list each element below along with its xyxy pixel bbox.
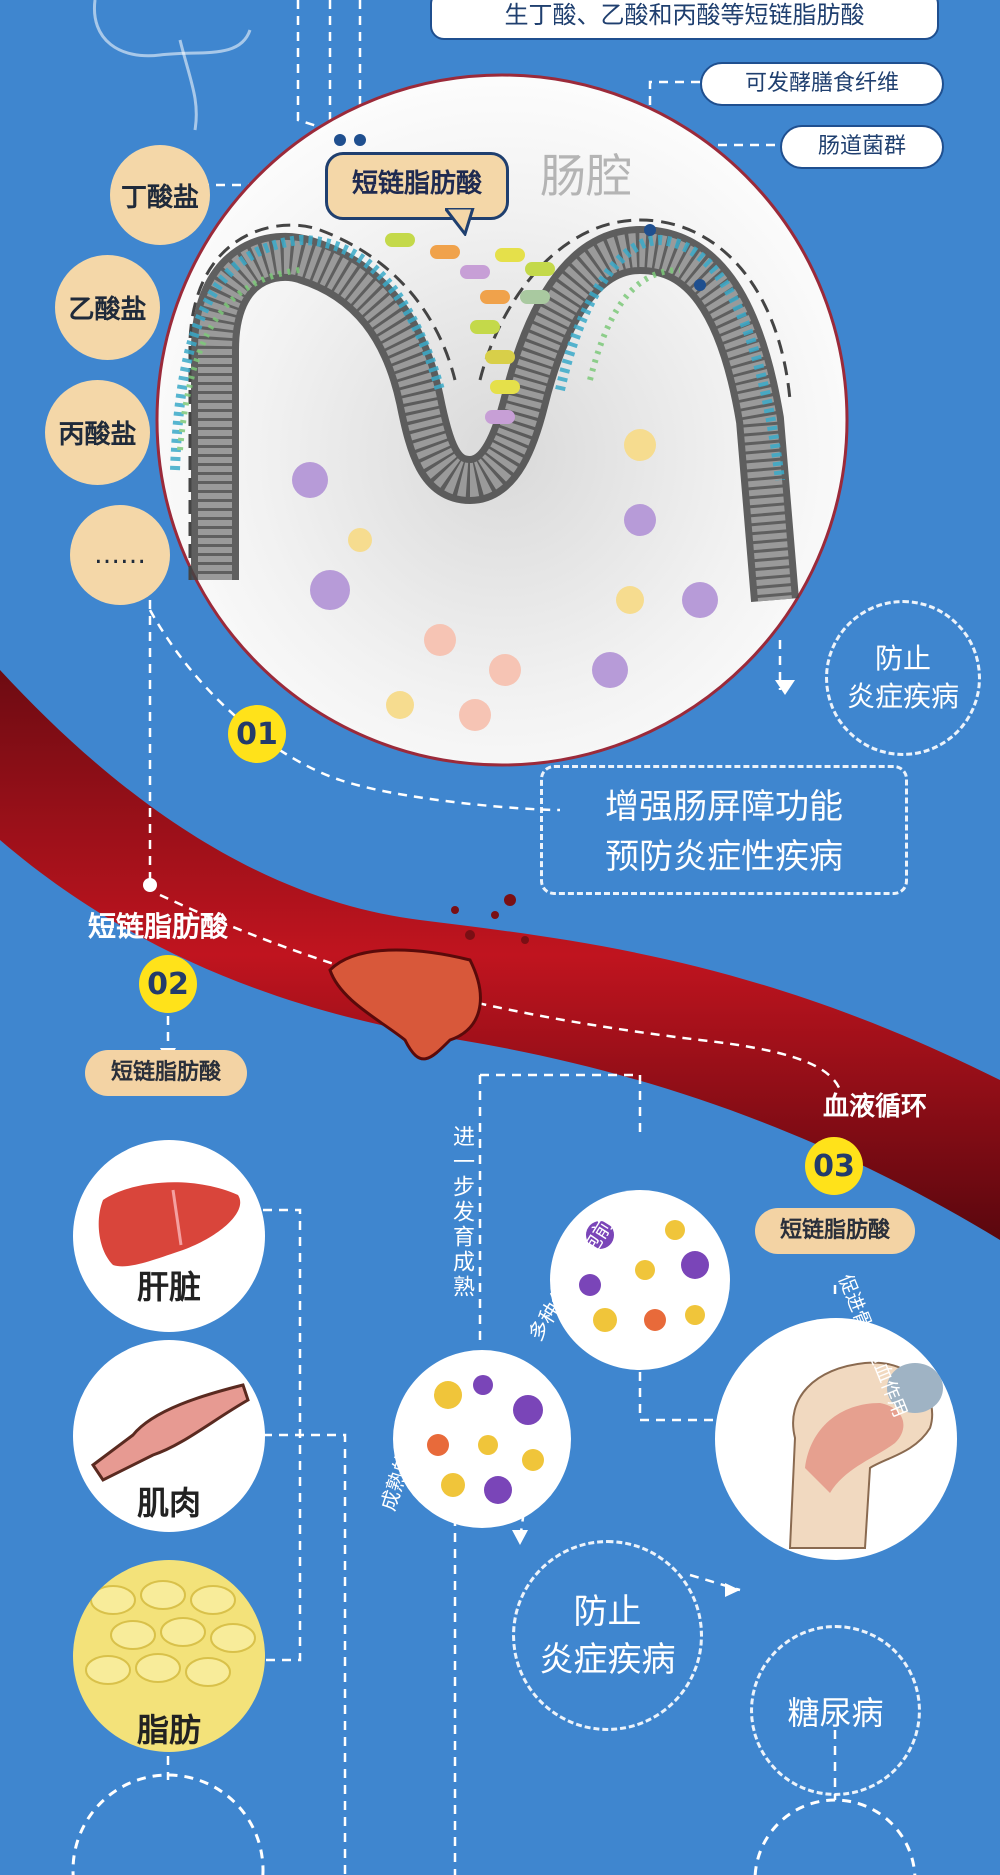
- salt-circle-more: ……: [70, 505, 170, 605]
- diabetes-circle: 糖尿病: [750, 1625, 921, 1796]
- lumen-cells: [292, 429, 718, 731]
- step2-scfa-label: 短链脂肪酸: [88, 910, 229, 943]
- bacteria-tag: 肠道菌群: [780, 125, 944, 169]
- bubble-tail: [445, 208, 475, 236]
- vessel-wound: [328, 894, 529, 1061]
- fat-circle: 脂肪: [73, 1560, 265, 1752]
- intestine-sketch: [92, 0, 252, 131]
- bacteria-mucus: [170, 234, 785, 481]
- fiber-tag: 可发酵膳食纤维: [700, 62, 944, 106]
- salt-circle-acetate: 乙酸盐: [55, 255, 160, 360]
- step3-scfa-pill: 短链脂肪酸: [755, 1208, 915, 1254]
- mature-more-caption: 进一步发育成熟: [449, 1125, 474, 1300]
- step3-prevent-circle: 防止 炎症疾病: [512, 1540, 703, 1731]
- muscle-circle: 肌肉: [73, 1340, 265, 1532]
- lumen-label: 肠腔: [540, 149, 632, 203]
- fat-icon: [85, 1580, 256, 1687]
- mature-cells-icon: [427, 1375, 544, 1504]
- step1-prevent-line1: 防止: [874, 642, 931, 675]
- liver-label: 肝脏: [136, 1268, 201, 1306]
- step1-prevent-circle: 防止 炎症疾病: [825, 600, 981, 756]
- liver-circle: 肝脏: [73, 1140, 265, 1332]
- step1-enhance-box: 增强肠屏障功能 预防炎症性疾病: [540, 765, 908, 895]
- step1-badge: 01: [228, 705, 286, 763]
- top-banner: 生丁酸、乙酸和丙酸等短链脂肪酸: [430, 0, 939, 40]
- villi: [188, 218, 799, 602]
- precursor-cells-circle: [550, 1190, 730, 1370]
- mature-cells-circle: [393, 1350, 571, 1528]
- scfa-capsules: [385, 233, 555, 424]
- muscle-icon: [90, 1383, 250, 1482]
- blood-circulation-label: 血液循环: [823, 1092, 928, 1122]
- step3-prevent-line1: 防止: [573, 1591, 642, 1632]
- enhance-line1: 增强肠屏障功能: [605, 787, 843, 827]
- bone-icon: [788, 1361, 943, 1549]
- diabetes-label: 糖尿病: [787, 1693, 884, 1732]
- scfa-bubble: 短链脂肪酸: [325, 152, 509, 220]
- step2-scfa-pill: 短链脂肪酸: [85, 1050, 247, 1096]
- step2-badge: 02: [139, 955, 197, 1013]
- salt-circle-butyrate: 丁酸盐: [110, 145, 210, 245]
- liver-icon: [98, 1182, 241, 1267]
- bone-marrow-circle: [715, 1318, 957, 1560]
- step1-prevent-line2: 炎症疾病: [846, 680, 959, 713]
- blood-vessel: [0, 670, 1000, 1240]
- precursor-cells-icon: [579, 1220, 709, 1332]
- enhance-line2: 预防炎症性疾病: [605, 837, 843, 877]
- fat-label: 脂肪: [136, 1711, 201, 1749]
- salt-circle-propionate: 丙酸盐: [45, 380, 150, 485]
- step3-prevent-line2: 炎症疾病: [539, 1639, 676, 1680]
- muscle-label: 肌肉: [136, 1484, 201, 1522]
- step3-badge: 03: [805, 1137, 863, 1195]
